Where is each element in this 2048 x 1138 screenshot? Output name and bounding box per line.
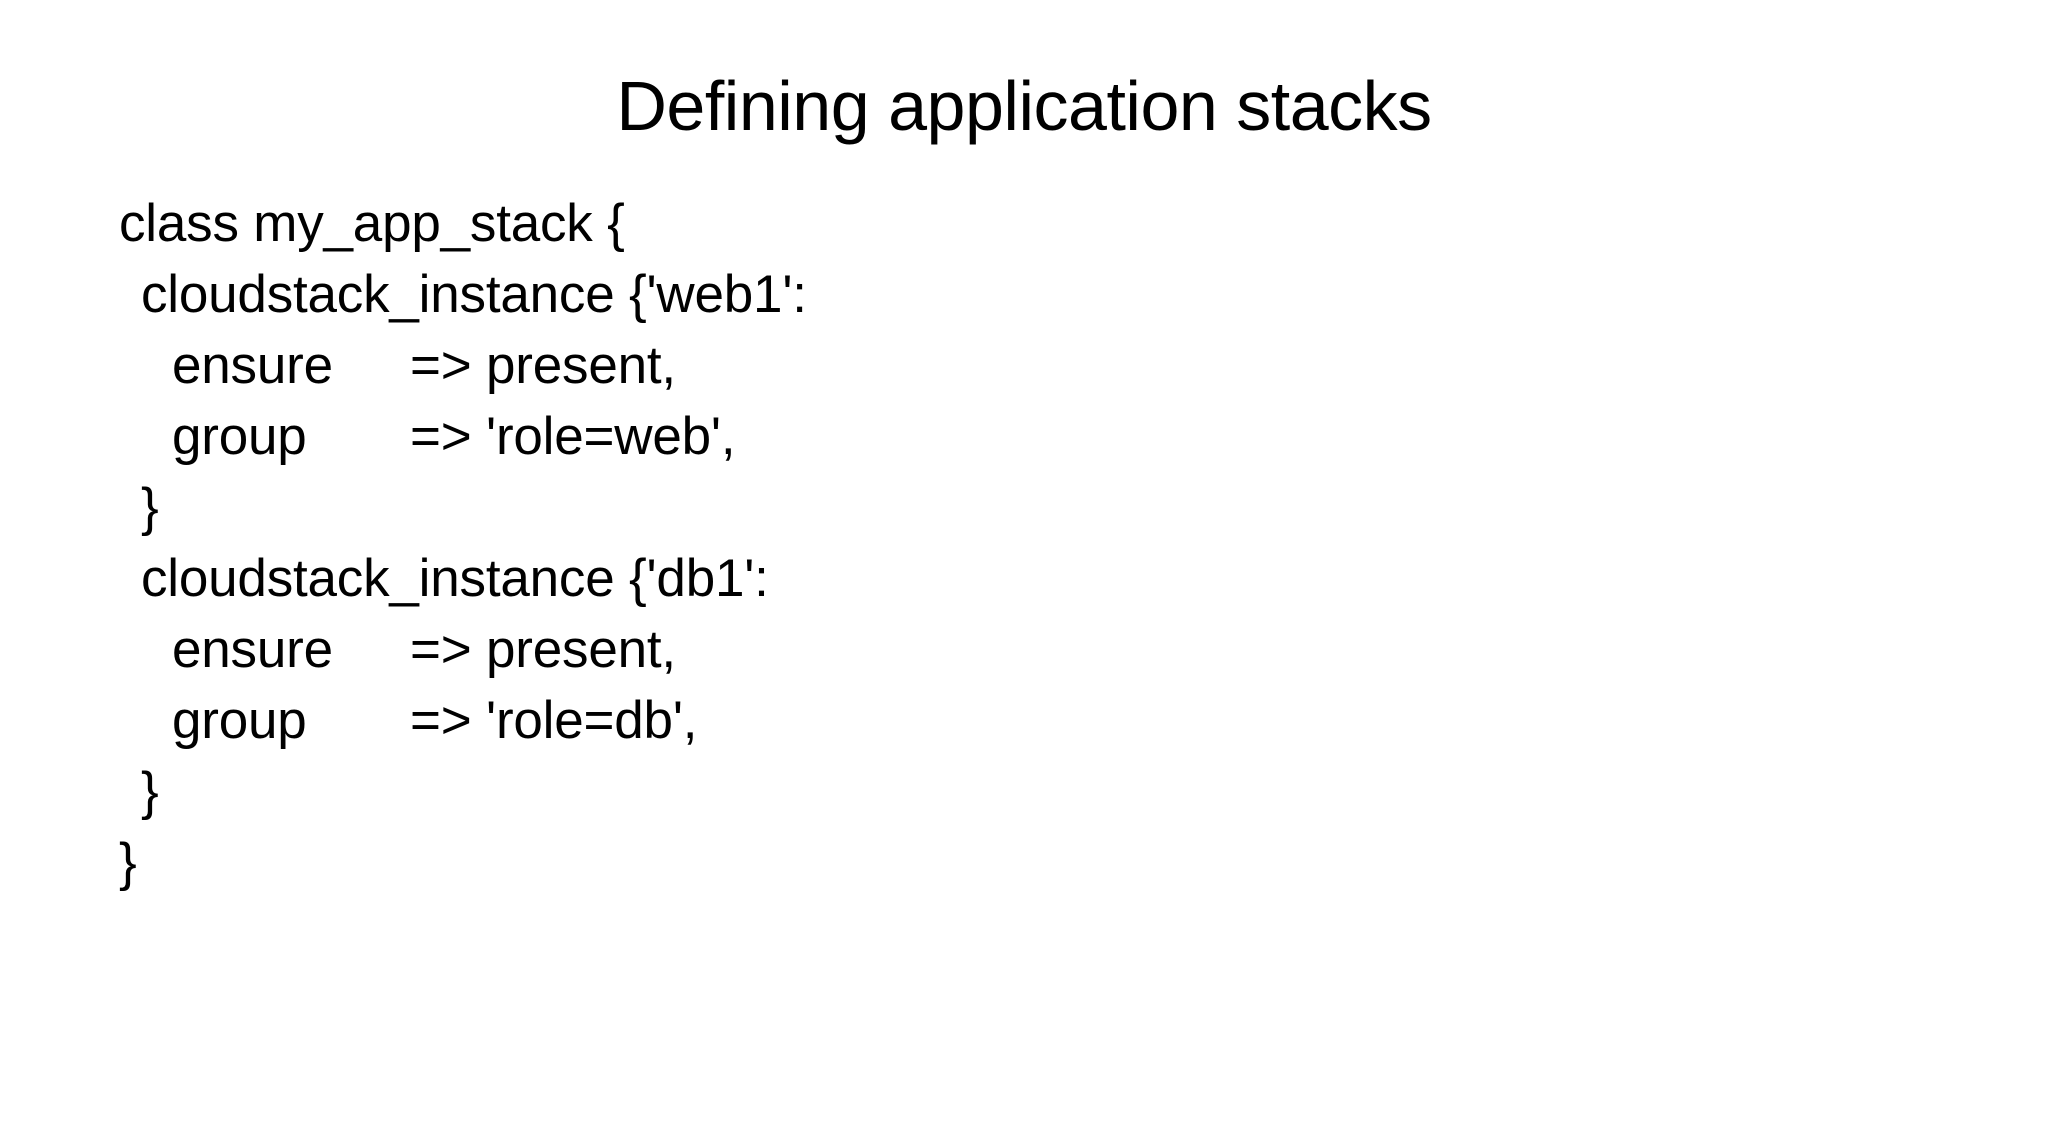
code-line: } xyxy=(0,756,2048,827)
code-line: ensure => present, xyxy=(0,614,2048,685)
code-line: cloudstack_instance {'db1': xyxy=(0,543,2048,614)
page-title: Defining application stacks xyxy=(616,67,1432,145)
code-attribute-name: group xyxy=(172,691,307,750)
code-line: group => 'role=db', xyxy=(0,685,2048,756)
code-attribute-name: group xyxy=(172,407,307,466)
code-line-text: } xyxy=(141,478,159,537)
code-attribute-value: => present, xyxy=(410,336,676,395)
code-line: group => 'role=web', xyxy=(0,401,2048,472)
code-attribute-value: => present, xyxy=(410,620,676,679)
code-line-text: } xyxy=(119,833,137,892)
code-line: } xyxy=(0,827,2048,898)
code-attribute-name: ensure xyxy=(172,336,333,395)
code-attribute-value: => 'role=db', xyxy=(410,691,698,750)
code-line-text: cloudstack_instance {'web1': xyxy=(141,265,807,324)
code-line-text: class my_app_stack { xyxy=(119,194,625,253)
code-line-text: } xyxy=(141,762,159,821)
code-block: class my_app_stack { cloudstack_instance … xyxy=(0,188,2048,898)
code-line: class my_app_stack { xyxy=(0,188,2048,259)
code-attribute-name: ensure xyxy=(172,620,333,679)
code-line: ensure => present, xyxy=(0,330,2048,401)
code-line: } xyxy=(0,472,2048,543)
code-attribute-value: => 'role=web', xyxy=(410,407,736,466)
code-line: cloudstack_instance {'web1': xyxy=(0,259,2048,330)
code-line-text: cloudstack_instance {'db1': xyxy=(141,549,769,608)
